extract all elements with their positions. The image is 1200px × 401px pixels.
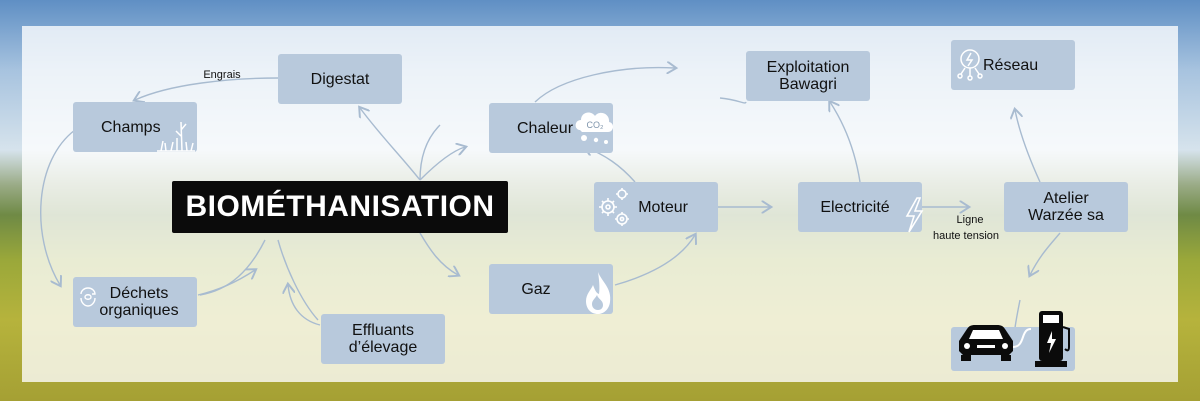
flame-icon xyxy=(586,272,611,314)
node-label: Réseau xyxy=(983,56,1039,74)
node-effluants: Effluants d’élevage xyxy=(321,314,445,364)
lightbulb-circuit-icon xyxy=(957,49,983,81)
co2-cloud-icon: CO₂ xyxy=(575,112,614,144)
arrow-chaleur-exploit xyxy=(534,68,675,103)
diagram-title: BIOMÉTHANISATION xyxy=(172,181,508,233)
lightning-icon xyxy=(905,197,924,233)
node-atelier: Atelier Warzée sa xyxy=(1004,182,1128,232)
edge-label-ligne-line1: Ligne xyxy=(956,214,984,226)
arrow-digestat-champs xyxy=(135,77,279,100)
node-dechets: Déchets organiques xyxy=(73,277,197,327)
node-label: Effluants d’élevage xyxy=(348,322,418,356)
node-reseau: Réseau xyxy=(951,40,1075,90)
node-digestat: Digestat xyxy=(278,54,402,104)
node-label: Champs xyxy=(101,118,161,136)
node-electricite: Electricité xyxy=(798,182,922,232)
node-label: Chaleur xyxy=(517,119,574,137)
node-exploitation: Exploitation Bawagri xyxy=(746,51,870,101)
arrow-atelier-borne xyxy=(1030,232,1061,275)
arrow-dechets-bio xyxy=(197,270,255,296)
arrow-effluants-bio xyxy=(288,285,321,326)
node-label: Gaz xyxy=(521,280,551,298)
arrow-bio-digestat xyxy=(360,108,421,181)
node-label: Atelier Warzée sa xyxy=(1028,190,1104,224)
arrow-bio-gaz xyxy=(419,232,458,275)
arrow-atelier-reseau xyxy=(1015,110,1041,183)
gears-icon xyxy=(599,188,629,226)
edge-label-ligne-line2: haute tension xyxy=(932,230,1000,242)
arrow-gaz-moteur xyxy=(614,235,695,286)
grass-icon xyxy=(157,121,195,152)
node-label: Déchets organiques xyxy=(99,285,179,319)
recycle-leaf-icon xyxy=(80,287,96,307)
node-label: Moteur xyxy=(638,198,688,216)
node-label: Electricité xyxy=(820,198,890,216)
car-charging-station-icon xyxy=(959,311,1070,367)
arrow-elec-exploit xyxy=(830,102,861,183)
arrow-champs-dechets xyxy=(40,129,76,285)
node-label: Exploitation Bawagri xyxy=(766,59,850,93)
svg-text:CO₂: CO₂ xyxy=(587,120,605,130)
arrow-bio-chaleur xyxy=(419,147,465,181)
edge-label-engrais: Engrais xyxy=(203,69,241,81)
